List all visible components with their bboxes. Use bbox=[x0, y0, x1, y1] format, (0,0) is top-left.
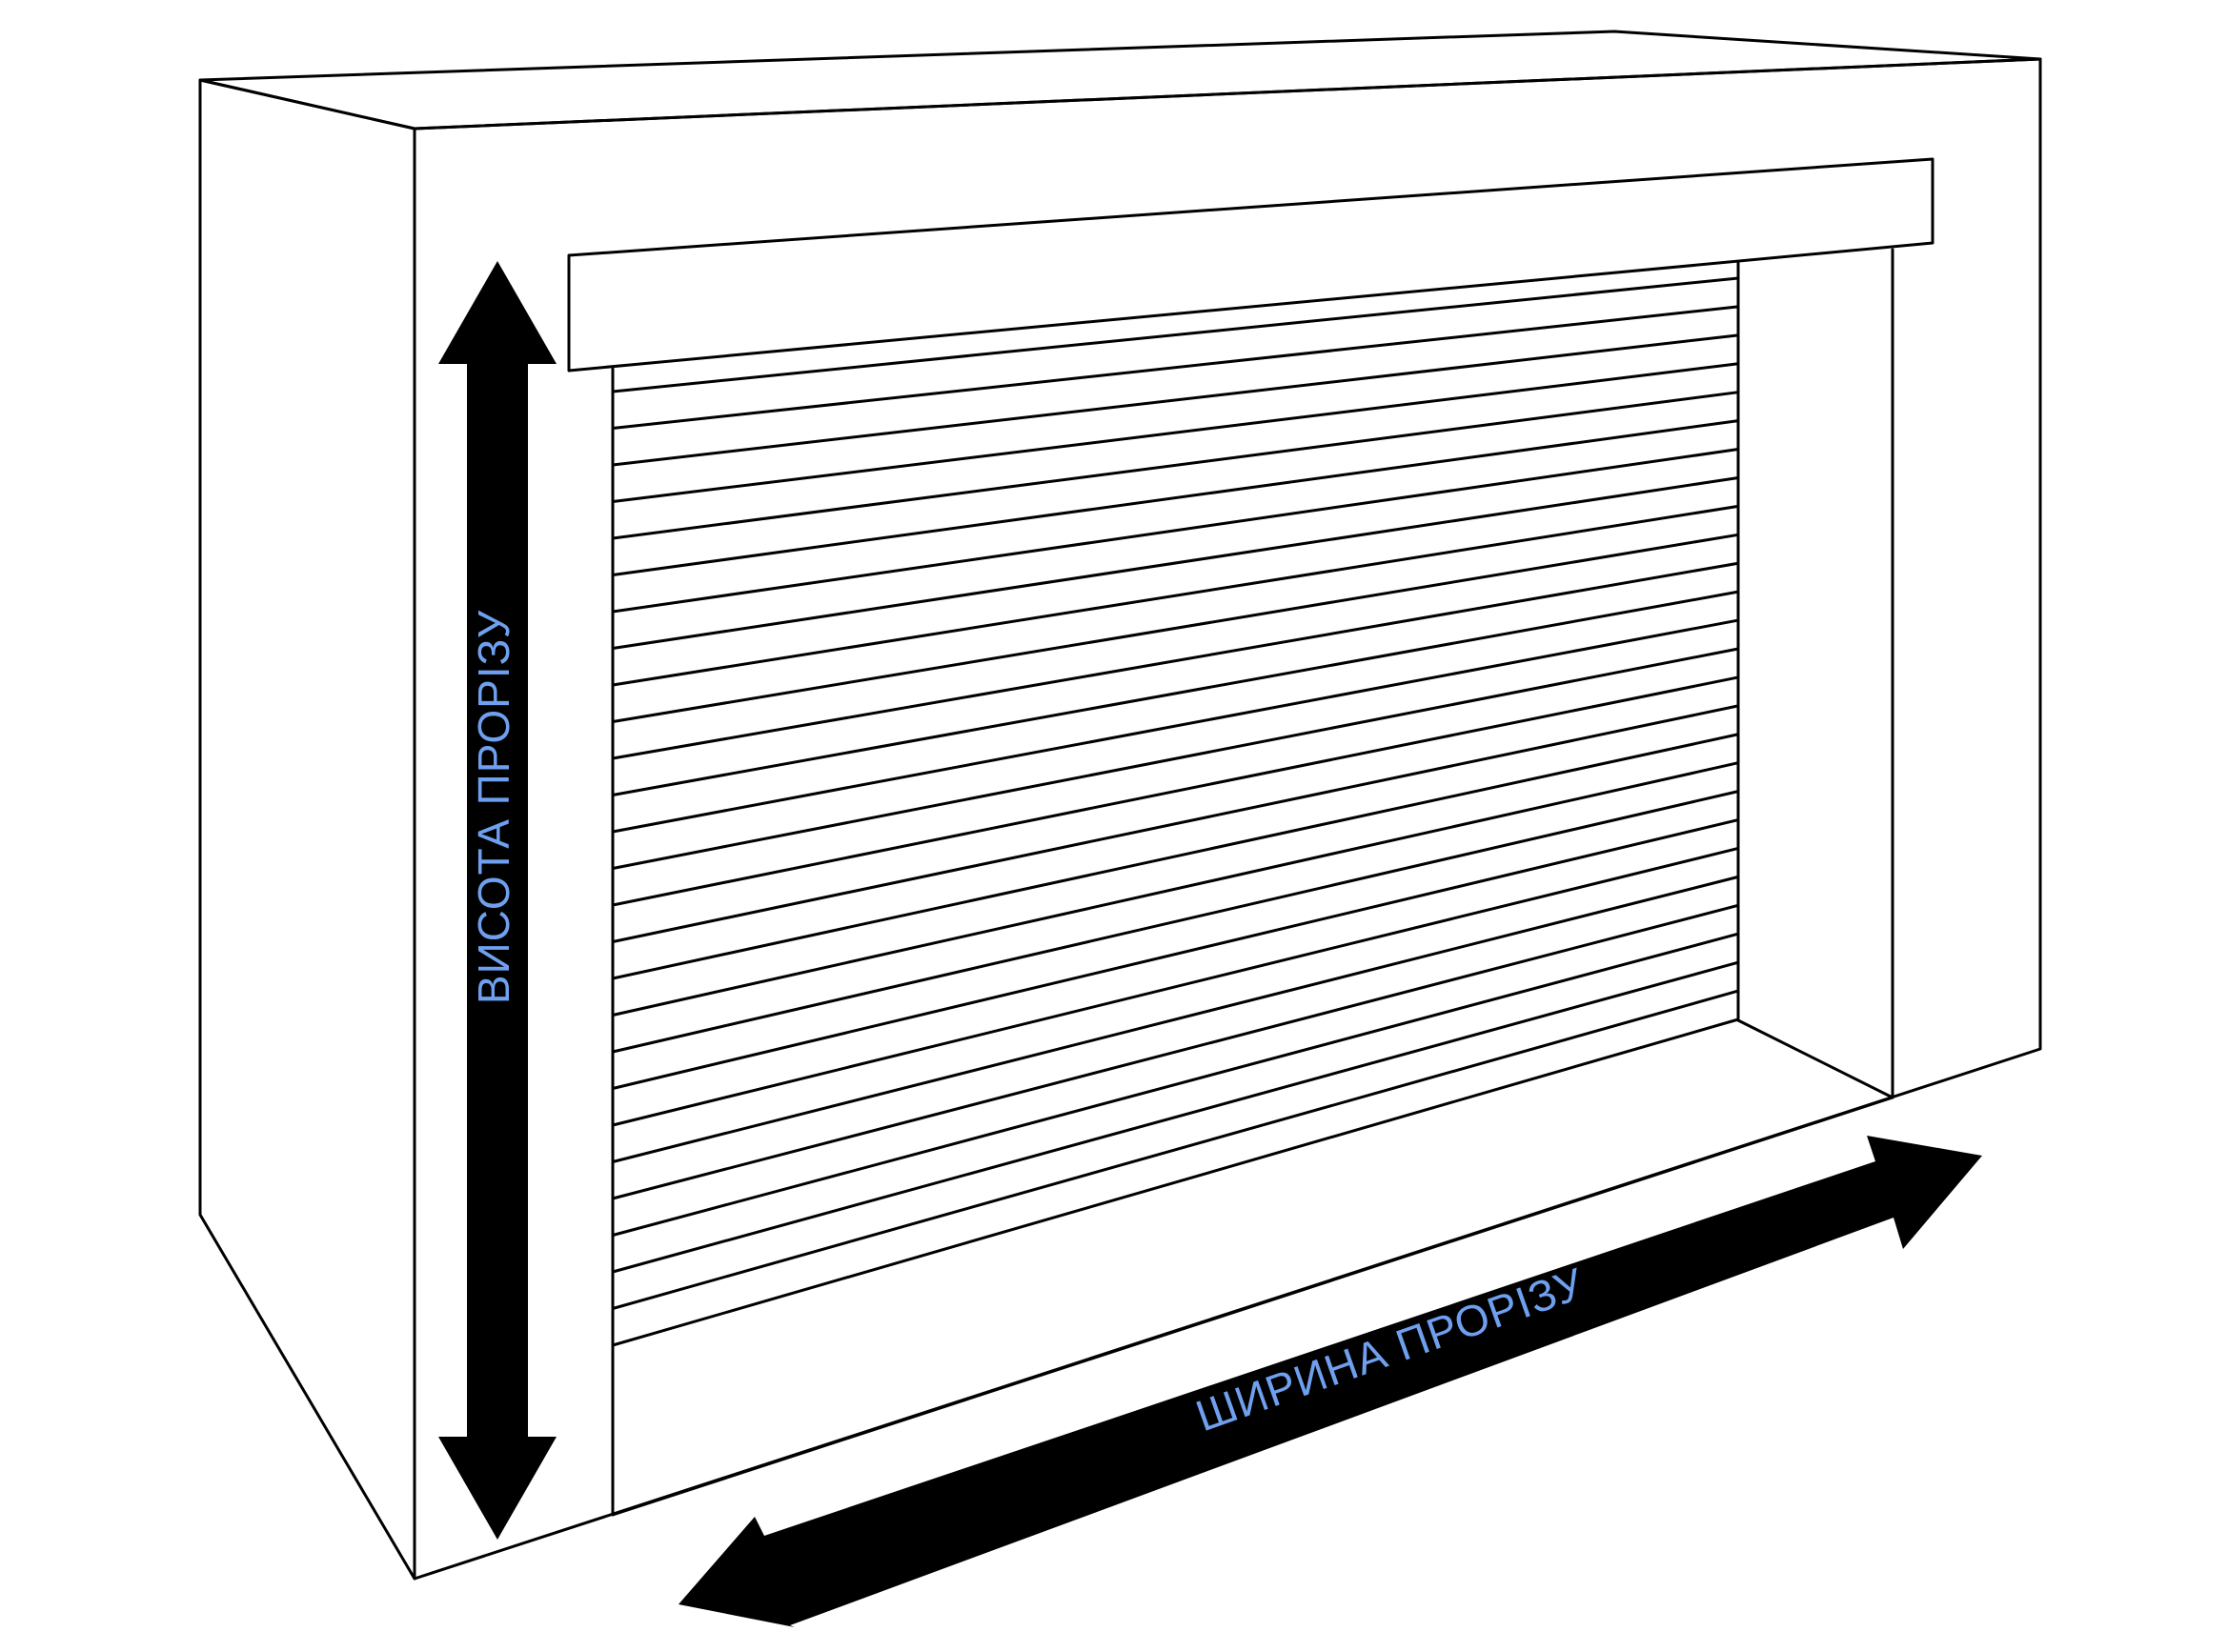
wall-frame bbox=[198, 30, 2042, 1581]
shutter-slat bbox=[611, 590, 1740, 796]
shutter-slat bbox=[611, 790, 1740, 1054]
frame-left-side bbox=[198, 78, 416, 1581]
opening-bottom-sill bbox=[611, 1096, 1894, 1517]
shutter-slat bbox=[611, 475, 1740, 650]
shutter-slat bbox=[611, 733, 1740, 980]
shutter-slat bbox=[611, 818, 1740, 1090]
shutter-slat bbox=[611, 989, 1740, 1310]
shutter-slat bbox=[611, 675, 1740, 907]
shutter-slat bbox=[611, 960, 1740, 1274]
frame-top-face bbox=[198, 30, 2042, 131]
width-arrow-shape bbox=[679, 1136, 1982, 1627]
shutter-box bbox=[567, 157, 1934, 373]
shutter-slat bbox=[611, 448, 1740, 614]
height-arrow: ВИСОТА ПРОРІЗУ bbox=[438, 261, 557, 1540]
height-label: ВИСОТА ПРОРІЗУ bbox=[469, 610, 518, 1004]
shutter-slat bbox=[611, 504, 1740, 687]
shutter-slat bbox=[611, 647, 1740, 870]
shutter-slat bbox=[611, 903, 1740, 1200]
height-arrow-shape bbox=[438, 261, 557, 1540]
shutter-slat bbox=[611, 362, 1740, 503]
shutter-slat bbox=[611, 276, 1740, 393]
width-arrow: ШИРИНА ПРОРІЗУ bbox=[679, 1136, 1982, 1627]
shutter-slat bbox=[611, 846, 1740, 1127]
shutter-slat bbox=[611, 391, 1740, 540]
shutter-slat bbox=[611, 1017, 1740, 1347]
shutter-slat bbox=[611, 533, 1740, 723]
shutter-slats bbox=[611, 276, 1740, 1347]
opening-floor-edge bbox=[1736, 1018, 1894, 1099]
shutter-slat bbox=[611, 419, 1740, 576]
shutter-slat bbox=[611, 875, 1740, 1163]
shutter-slat bbox=[611, 618, 1740, 834]
shutter-slat bbox=[611, 704, 1740, 943]
frame-front-face bbox=[413, 57, 2042, 1581]
shutter-slat bbox=[611, 561, 1740, 760]
shutter-slat bbox=[611, 333, 1740, 467]
shutter-slat bbox=[611, 932, 1740, 1237]
shutter-slat bbox=[611, 761, 1740, 1017]
shutter-slat bbox=[611, 305, 1740, 430]
opening bbox=[611, 248, 1894, 1517]
